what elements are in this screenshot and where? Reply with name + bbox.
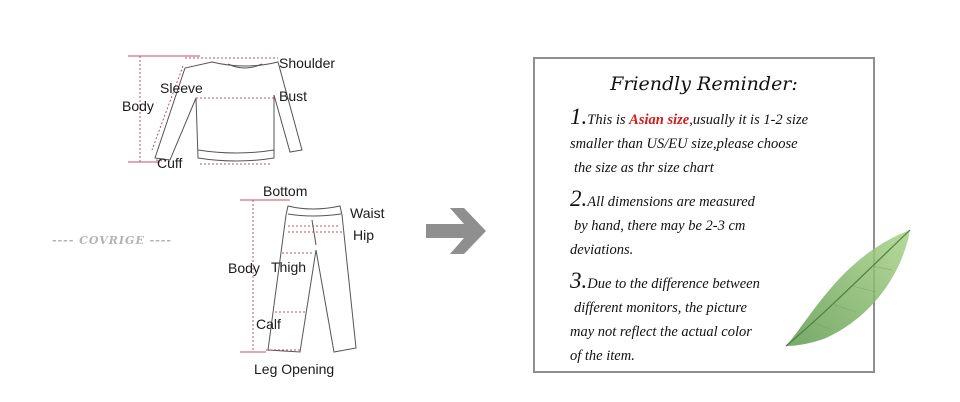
point-3-line-2: different monitors, the picture	[574, 300, 747, 316]
brand-watermark: ---- COVRIGE ----	[52, 234, 172, 247]
point-1-line-2: smaller than US/EU size,please choose	[570, 136, 798, 152]
pants-measure-lines	[252, 200, 342, 352]
label-shoulder: Shoulder	[279, 55, 336, 71]
pants-measure-ticks	[240, 199, 290, 353]
label-sleeve: Sleeve	[160, 80, 203, 96]
label-hip: Hip	[353, 227, 375, 243]
point-1-post: ,usually it is 1-2 size	[689, 112, 809, 128]
point-3-line-4: of the item.	[570, 348, 635, 364]
label-pants-body: Body	[228, 260, 260, 276]
point-2-number: 2.	[570, 186, 588, 211]
shirt-measure-lines	[139, 56, 278, 165]
label-leg-opening: Leg Opening	[254, 361, 335, 377]
asian-size-highlight: Asian size	[629, 112, 690, 128]
point-1-line-3: the size as thr size chart	[574, 160, 714, 176]
point-3-line-3: may not reflect the actual color	[570, 324, 752, 340]
point-1-number: 1.	[570, 104, 588, 129]
reminder-point-3: 3.Due to the difference between differen…	[570, 269, 860, 368]
label-waist: Waist	[350, 205, 385, 221]
reminder-title: Friendly Reminder:	[610, 73, 798, 95]
label-calf: Calf	[256, 316, 281, 332]
label-shirt-body: Body	[122, 98, 154, 114]
point-2-line-3: deviations.	[570, 242, 634, 258]
point-2-line-2: by hand, there may be 2-3 cm	[574, 218, 746, 234]
point-2-line-1: All dimensions are measured	[587, 194, 755, 210]
shirt-sketch	[154, 61, 303, 162]
label-thigh: Thigh	[271, 259, 307, 275]
shirt-measure-ticks	[128, 55, 200, 163]
label-bust: Bust	[279, 88, 308, 104]
label-cuff: Cuff	[157, 155, 183, 171]
point-3-number: 3.	[570, 268, 588, 293]
pants-sketch	[267, 205, 357, 353]
label-bottom: Bottom	[263, 183, 308, 199]
arrow-right-icon	[426, 208, 486, 254]
reminder-point-2: 2.All dimensions are measured by hand, t…	[570, 187, 860, 262]
reminder-point-1: 1.This is Asian size,usually it is 1-2 s…	[570, 105, 860, 180]
leaf-decoration-icon	[785, 229, 911, 347]
point-3-line-1: Due to the difference between	[587, 276, 760, 292]
point-1-pre: This is	[587, 112, 630, 128]
